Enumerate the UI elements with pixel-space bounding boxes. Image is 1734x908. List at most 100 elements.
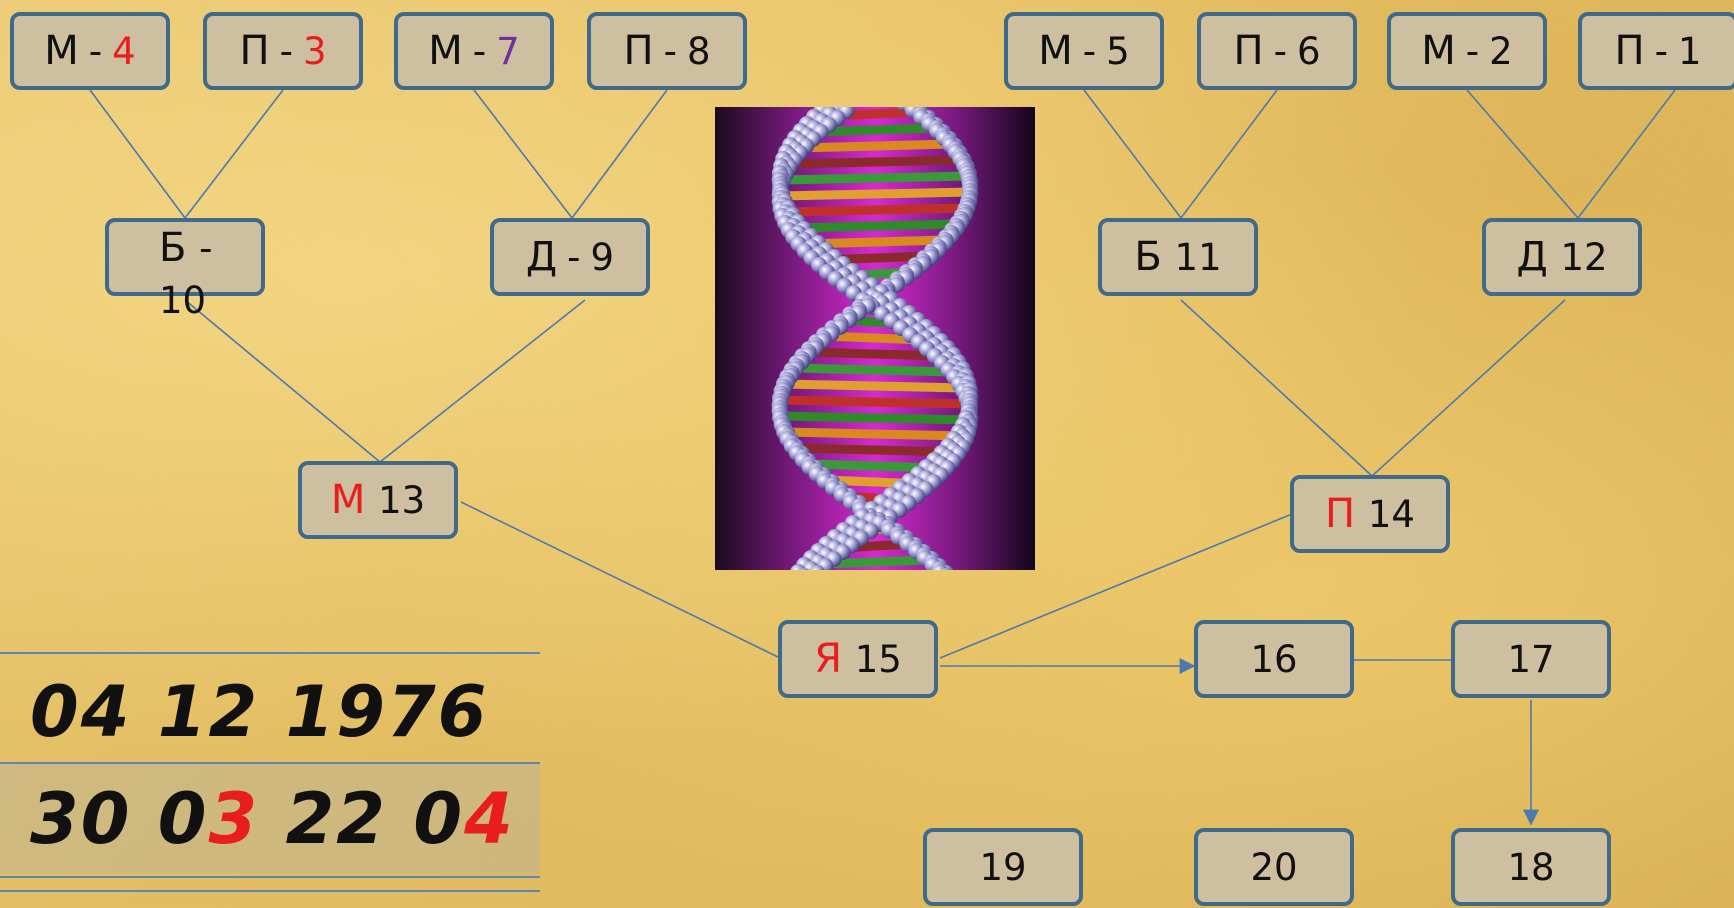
dna-bead	[798, 568, 810, 570]
box-number: 14	[1367, 492, 1415, 536]
code-date-segment-0: 30 0	[30, 778, 209, 860]
line-p6-b11	[1180, 89, 1278, 219]
grandparent-box-d12: Д 12	[1482, 218, 1642, 296]
ancestor-box-m4: М-4	[10, 12, 170, 90]
box-letter: М	[1038, 28, 1073, 74]
box-sep: -	[567, 235, 581, 279]
dna-base-pair	[809, 123, 941, 137]
dna-bead	[809, 565, 825, 570]
line-p1-d12	[1577, 89, 1676, 219]
parent-box-m13: М 13	[298, 461, 458, 539]
dna-backbone	[771, 107, 979, 570]
descendant-box-16: 16	[1194, 620, 1354, 698]
parent-box-p14: П 14	[1290, 475, 1450, 553]
line-p14-self	[939, 513, 1293, 659]
ancestor-box-p8: П-8	[587, 12, 747, 90]
box-number: 13	[378, 478, 426, 522]
box-letter: М	[1421, 28, 1456, 74]
ancestor-box-m7: М-7	[394, 12, 554, 90]
box-letter: П	[1325, 491, 1356, 537]
code-date-segment-2: 22 0	[259, 778, 465, 860]
descendant-box-19: 19	[923, 828, 1083, 906]
dna-base-pair	[780, 379, 970, 393]
birth-date-text: 04 12 1976	[30, 671, 489, 753]
divider-bottom-2	[0, 890, 540, 892]
box-letter: П	[1614, 28, 1645, 74]
box-number: 17	[1507, 637, 1555, 681]
descendant-box-18: 18	[1451, 828, 1611, 906]
ancestor-box-p1: П-1	[1578, 12, 1734, 90]
box-letter: П	[239, 28, 270, 74]
line-b10-m13	[184, 299, 381, 463]
ancestor-box-m5: М-5	[1004, 12, 1164, 90]
dna-base-pair	[794, 139, 956, 153]
box-number: 1	[1677, 29, 1702, 73]
box-sep: -	[199, 227, 213, 270]
line-p8-d9	[571, 89, 668, 219]
dna-base-pair	[781, 427, 969, 441]
box-number: 16	[1250, 637, 1298, 681]
line-d12-p14	[1371, 299, 1566, 477]
box-number: 4	[112, 29, 136, 73]
code-date-segment-3: 4	[464, 778, 515, 860]
box-number: 3	[302, 29, 327, 73]
box-number: 10	[159, 279, 207, 322]
box-number: 20	[1250, 845, 1298, 889]
box-sep: -	[472, 29, 487, 73]
divider-bottom	[0, 876, 540, 878]
grandparent-box-b10: Б - 10	[105, 218, 265, 322]
date-line-2: 30 03 22 04	[0, 764, 540, 874]
dna-base-pair	[790, 443, 960, 457]
box-number: 6	[1296, 29, 1321, 73]
dna-base-pair	[804, 347, 946, 361]
date-line-1: 04 12 1976	[0, 662, 540, 762]
box-letter: М	[330, 477, 366, 523]
line-m4-b10	[89, 89, 186, 219]
grandparent-box-b11: Б 11	[1098, 218, 1258, 296]
grandparent-box-d9: Д-9	[490, 218, 650, 296]
code-date-segment-1: 3	[208, 778, 260, 860]
line-d9-m13	[379, 299, 586, 463]
descendant-box-20: 20	[1194, 828, 1354, 906]
line-b11-p14	[1180, 299, 1373, 477]
dna-base-pair	[776, 411, 974, 425]
box-number: 5	[1106, 29, 1130, 73]
self-box-ya15: Я 15	[778, 620, 938, 698]
box-sep: -	[1654, 29, 1668, 73]
dna-base-pair	[787, 219, 963, 233]
line-m13-self	[460, 501, 781, 659]
box-letter: М	[44, 28, 79, 74]
box-number: 19	[979, 845, 1027, 889]
dna-base-pair	[783, 155, 967, 169]
dna-base-pair	[777, 171, 973, 185]
box-number: 2	[1489, 29, 1513, 73]
box-number: 12	[1560, 235, 1608, 279]
box-number: 15	[854, 637, 902, 681]
divider-top	[0, 652, 540, 654]
box-number: 9	[590, 235, 615, 279]
ancestor-box-p6: П-6	[1197, 12, 1357, 90]
box-sep: -	[88, 29, 103, 73]
dna-base-pair	[779, 203, 971, 217]
box-letter: Д	[525, 234, 558, 280]
box-letter: П	[1233, 28, 1264, 74]
box-sep: -	[1273, 29, 1287, 73]
code-date-text: 30 03 22 04	[30, 778, 515, 860]
box-letter: М	[428, 28, 463, 74]
dna-base-pair	[790, 363, 960, 377]
box-sep: -	[279, 29, 293, 73]
box-letter-line: Б -	[159, 222, 213, 275]
dna-bead	[940, 568, 952, 570]
box-letter: Я	[814, 636, 842, 682]
box-sep: -	[1082, 29, 1097, 73]
box-sep: -	[663, 29, 677, 73]
box-letter: Б	[1134, 234, 1162, 280]
dna-helix-illustration	[715, 107, 1035, 570]
dna-base-pair	[776, 395, 974, 409]
divider-middle	[0, 762, 540, 764]
box-letter: П	[623, 28, 654, 74]
dna-base-pair	[775, 187, 975, 201]
box-number: 18	[1507, 845, 1555, 889]
descendant-box-17: 17	[1451, 620, 1611, 698]
